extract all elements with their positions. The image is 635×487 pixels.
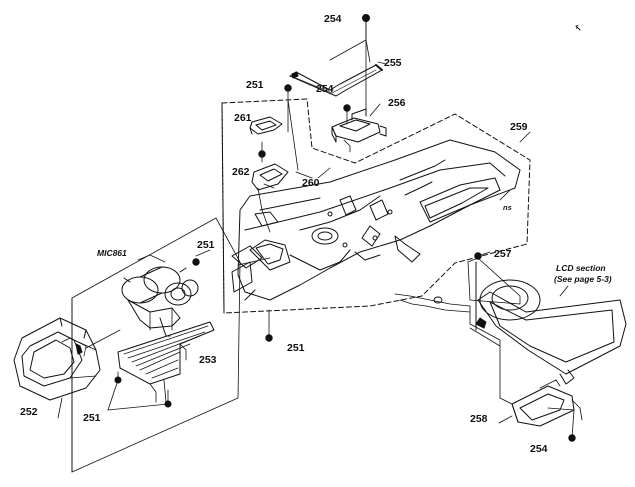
holder-part-260 (251, 163, 289, 191)
label-ns: ns (503, 203, 512, 212)
lcd-section-assembly (394, 257, 627, 399)
leader-lines-top (329, 21, 371, 116)
leader-lines-right (346, 61, 569, 424)
screw-251-top (284, 84, 292, 92)
flex-cable-part-255 (289, 64, 383, 97)
assembly-boundary-dashed (221, 98, 531, 314)
callout-252: 252 (20, 406, 38, 418)
callout-258: 258 (470, 413, 488, 425)
cover-part-258 (499, 379, 583, 439)
callout-255: 255 (384, 57, 402, 69)
callout-256: 256 (388, 97, 406, 109)
flex-cable-part-253 (117, 321, 215, 403)
label-lcd-see-page: (See page 5-3) (554, 274, 612, 284)
leader-lines-left-group (257, 91, 331, 233)
lens-hood-part-252 (13, 317, 101, 401)
callout-262: 262 (232, 166, 250, 178)
label-corner-mark: r (576, 24, 579, 31)
callout-251-center: 251 (287, 342, 305, 354)
microphone-part-mic861 (121, 266, 199, 337)
label-lcd-section: LCD section (556, 263, 606, 273)
bracket-part-256 (331, 108, 387, 153)
callout-261: 261 (234, 112, 252, 124)
corner-mark (575, 25, 581, 31)
callout-251-top: 251 (246, 79, 264, 91)
callout-254-bottom: 254 (530, 443, 548, 455)
callout-251-left: 251 (197, 239, 215, 251)
callout-253: 253 (199, 354, 217, 366)
callout-259: 259 (510, 121, 528, 133)
mic-assembly-outline (71, 217, 241, 473)
callout-251-bottom: 251 (83, 412, 101, 424)
label-mic861: MIC861 (97, 248, 127, 258)
screw-262 (258, 150, 266, 158)
callout-254-top: 254 (324, 13, 342, 25)
leader-lines-lower-left (57, 249, 271, 419)
callout-254-mid: 254 (316, 83, 334, 95)
screw-254-top (362, 14, 370, 22)
callout-257: 257 (494, 248, 512, 260)
main-frame-part-259 (231, 139, 521, 301)
callout-260: 260 (302, 177, 320, 189)
clip-part-261 (249, 116, 283, 135)
screws (114, 14, 576, 442)
screw-251-left (192, 258, 200, 266)
